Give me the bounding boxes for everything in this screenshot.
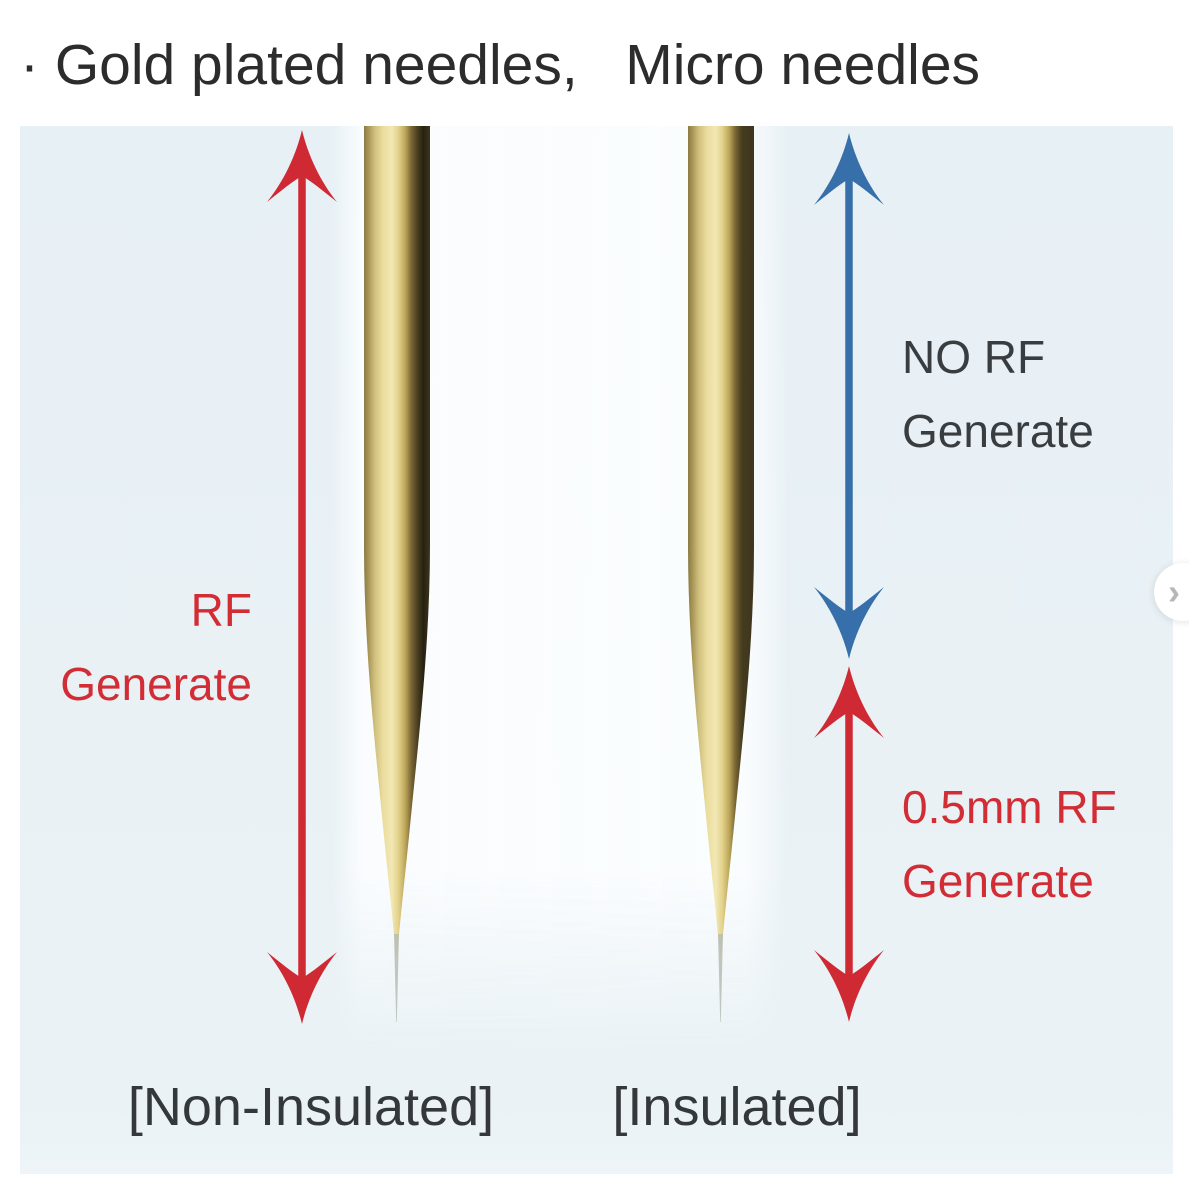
rf-generate-label: RF Generate	[20, 573, 252, 721]
rf-generate-label-line2: Generate	[60, 658, 252, 710]
gold-needle-image-non-insulated	[364, 126, 430, 1022]
gold-needle-image-insulated	[688, 126, 754, 1022]
rf-range-arrow-full-length	[267, 130, 337, 1024]
rf-range-arrow-tip	[814, 666, 884, 1022]
no-rf-generate-label-line1: NO RF	[902, 331, 1046, 383]
no-rf-generate-label: NO RF Generate	[902, 320, 1094, 468]
rf-generate-label-line1: RF	[190, 584, 252, 636]
caption-non-insulated: [Non-Insulated]	[127, 1077, 495, 1137]
half-mm-rf-generate-label-line2: Generate	[902, 855, 1094, 907]
caption-insulated: [Insulated]	[612, 1077, 862, 1137]
chevron-right-icon: ›	[1168, 571, 1180, 612]
half-mm-rf-generate-label-line1: 0.5mm RF	[902, 781, 1117, 833]
needle-diagram-panel: RF Generate NO RF Generate 0.5mm RF Gene…	[20, 126, 1173, 1174]
page-title: · Gold plated needles, Micro needles	[20, 33, 981, 97]
no-rf-range-arrow	[814, 133, 884, 659]
no-rf-generate-label-line2: Generate	[902, 405, 1094, 457]
half-mm-rf-generate-label: 0.5mm RF Generate	[902, 770, 1117, 918]
